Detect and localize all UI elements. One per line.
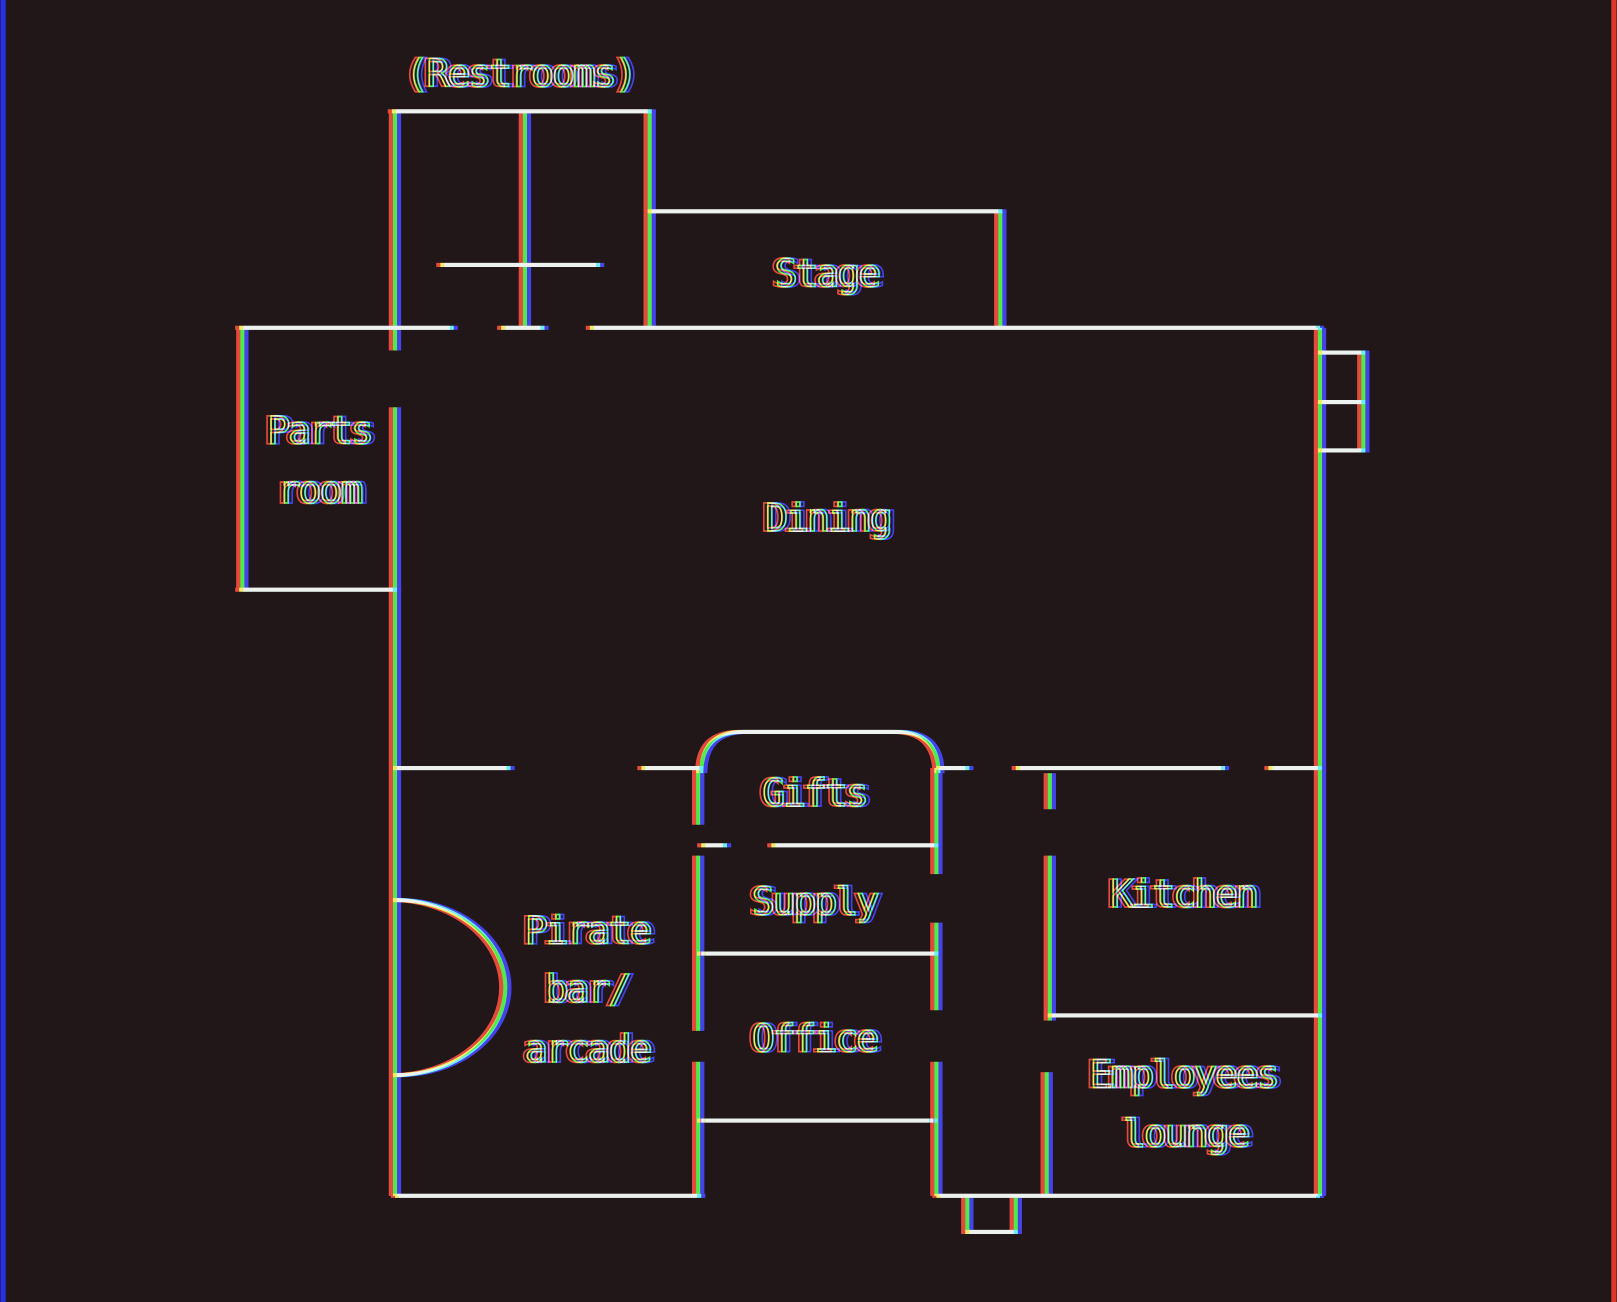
- label-parts-room-1: Parts: [267, 408, 371, 452]
- room-labels: (Restrooms) Stage Parts room Dining Gift…: [271, 51, 1285, 1156]
- label-pirate-2: bar/: [550, 967, 634, 1011]
- label-kitchen: Kitchen: [1111, 872, 1257, 916]
- label-supply: Supply: [752, 879, 878, 923]
- label-gifts: Gifts: [762, 771, 866, 815]
- label-lounge-1: Employees: [1094, 1053, 1282, 1097]
- label-lounge-1: Employees: [1086, 1053, 1274, 1097]
- label-restrooms: (Restrooms): [402, 52, 632, 96]
- label-parts-room-1: Parts: [272, 408, 376, 452]
- label-kitchen: Kitchen: [1115, 872, 1261, 916]
- label-dining: Dining: [761, 496, 886, 540]
- label-pirate-3: arcade: [521, 1027, 646, 1071]
- label-pirate-3: arcade: [525, 1027, 650, 1071]
- label-parts-room-2: room: [278, 468, 363, 512]
- label-pirate-2: bar/: [542, 967, 626, 1011]
- exit-box: [965, 1195, 1018, 1234]
- label-gifts: Gifts: [767, 771, 871, 815]
- label-lounge-2: lounge: [1119, 1111, 1244, 1155]
- pirate-cove-arc: [394, 897, 508, 1078]
- label-parts-room-1: Parts: [263, 408, 367, 452]
- label-lounge-2: lounge: [1123, 1111, 1248, 1155]
- label-parts-room-2: room: [282, 468, 367, 512]
- label-pirate-3: arcade: [529, 1027, 654, 1071]
- room-labels: (Restrooms) Stage Parts room Dining Gift…: [262, 51, 1276, 1156]
- label-pirate-1: Pirate: [525, 908, 650, 952]
- label-stage: Stage: [771, 252, 876, 296]
- label-parts-room-2: room: [274, 468, 359, 512]
- label-gifts: Gifts: [758, 771, 862, 815]
- label-office: Office: [756, 1017, 881, 1061]
- label-office: Office: [752, 1017, 877, 1061]
- label-supply: Supply: [756, 879, 882, 923]
- label-kitchen: Kitchen: [1107, 872, 1253, 916]
- label-pirate-1: Pirate: [529, 908, 654, 952]
- label-dining: Dining: [765, 496, 890, 540]
- label-office: Office: [748, 1017, 873, 1061]
- label-supply: Supply: [748, 879, 874, 923]
- label-stage: Stage: [775, 252, 880, 296]
- gifts-arch: [699, 729, 941, 774]
- plan-layer: (Restrooms) Stage Parts room Dining Gift…: [239, 51, 1366, 1234]
- label-restrooms: (Restrooms): [410, 52, 640, 96]
- label-lounge-1: Employees: [1090, 1053, 1278, 1097]
- walls: [239, 109, 1366, 1234]
- label-pirate-2: bar/: [546, 967, 630, 1011]
- label-restrooms: (Restrooms): [406, 52, 636, 96]
- label-dining: Dining: [770, 496, 895, 540]
- label-stage: Stage: [779, 252, 884, 296]
- side-box: [1320, 350, 1366, 453]
- room-labels: (Restrooms) Stage Parts room Dining Gift…: [267, 51, 1281, 1156]
- label-lounge-2: lounge: [1127, 1111, 1252, 1155]
- label-pirate-1: Pirate: [521, 908, 646, 952]
